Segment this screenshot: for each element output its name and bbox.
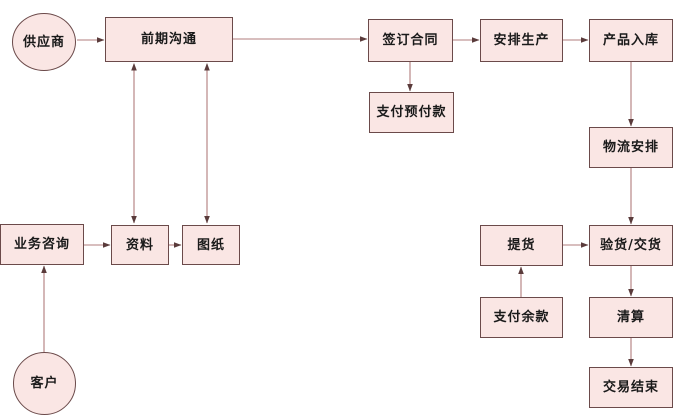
node-logistics[interactable]: 物流安排 — [589, 127, 673, 168]
node-sign-contract[interactable]: 签订合同 — [368, 19, 453, 62]
node-settlement[interactable]: 清算 — [589, 297, 673, 338]
node-label-supplier: 供应商 — [22, 34, 65, 50]
node-label-logistics: 物流安排 — [602, 140, 659, 155]
node-customer[interactable]: 客户 — [13, 352, 76, 415]
node-label-business-consult: 业务咨询 — [13, 237, 70, 252]
node-pay-deposit[interactable]: 支付预付款 — [369, 92, 454, 133]
node-label-arrange-production: 安排生产 — [493, 33, 550, 48]
node-transaction-end[interactable]: 交易结束 — [589, 367, 673, 408]
node-inspect-deliver[interactable]: 验货/交货 — [589, 225, 673, 266]
node-product-storage[interactable]: 产品入库 — [589, 19, 673, 62]
node-label-customer: 客户 — [30, 376, 59, 391]
node-label-pay-deposit: 支付预付款 — [376, 105, 447, 120]
node-label-materials: 资料 — [125, 237, 154, 253]
node-label-pickup: 提货 — [507, 238, 536, 253]
node-pickup[interactable]: 提货 — [480, 225, 563, 266]
node-label-sign-contract: 签订合同 — [382, 33, 439, 48]
node-drawings[interactable]: 图纸 — [182, 225, 240, 265]
node-label-inspect-deliver: 验货/交货 — [600, 238, 662, 253]
node-pay-balance[interactable]: 支付余款 — [480, 297, 563, 338]
node-business-consult[interactable]: 业务咨询 — [0, 224, 84, 265]
node-label-pre-communication: 前期沟通 — [140, 32, 197, 47]
node-pre-communication[interactable]: 前期沟通 — [105, 17, 233, 62]
node-materials[interactable]: 资料 — [111, 225, 169, 265]
node-supplier[interactable]: 供应商 — [12, 13, 76, 71]
node-arrange-production[interactable]: 安排生产 — [480, 19, 563, 62]
node-label-product-storage: 产品入库 — [602, 33, 659, 48]
node-label-transaction-end: 交易结束 — [602, 380, 659, 395]
node-label-settlement: 清算 — [616, 310, 645, 325]
node-label-pay-balance: 支付余款 — [493, 310, 550, 325]
node-label-drawings: 图纸 — [196, 237, 225, 253]
